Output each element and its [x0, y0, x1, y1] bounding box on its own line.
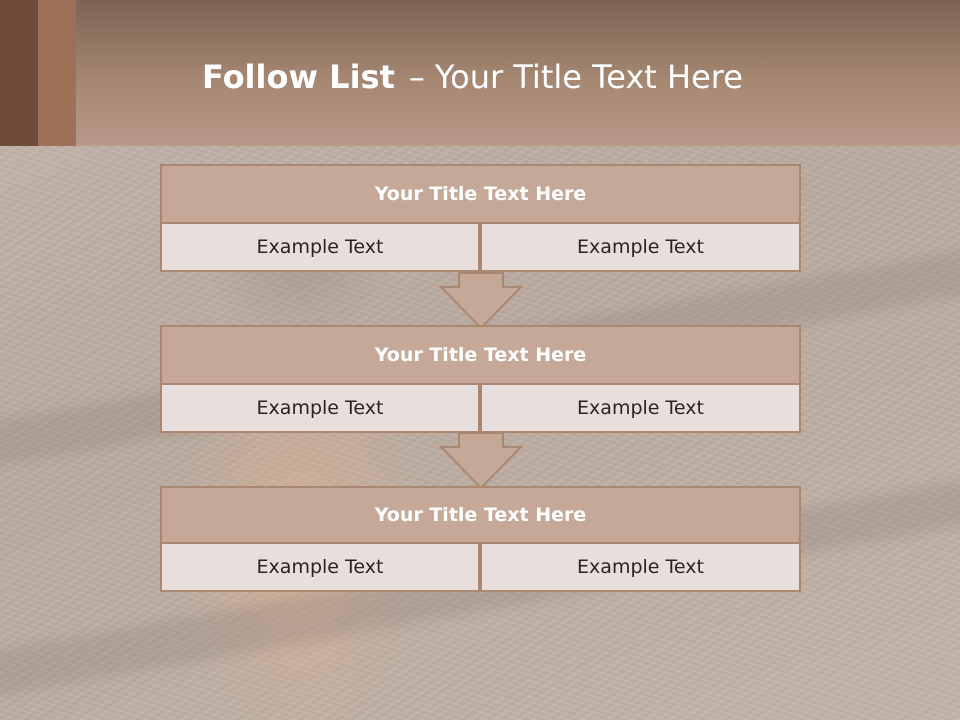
- list-block-2: Your Title Text Here Example Text Exampl…: [160, 325, 801, 433]
- slide-title-bold: Follow List: [202, 58, 395, 96]
- slide-title-rest: Your Title Text Here: [434, 58, 743, 96]
- header-bar: Follow List–Your Title Text Here: [0, 0, 960, 146]
- block-cell-left: Example Text: [160, 222, 480, 272]
- block-cell-right: Example Text: [480, 222, 801, 272]
- block-title: Your Title Text Here: [160, 164, 801, 224]
- block-cell-left: Example Text: [160, 383, 480, 433]
- down-arrow-2: [438, 432, 524, 490]
- block-cell-right: Example Text: [480, 542, 801, 592]
- list-block-1: Your Title Text Here Example Text Exampl…: [160, 164, 801, 272]
- block-title: Your Title Text Here: [160, 325, 801, 385]
- block-cell-left: Example Text: [160, 542, 480, 592]
- list-block-3: Your Title Text Here Example Text Exampl…: [160, 486, 801, 592]
- block-cell-right: Example Text: [480, 383, 801, 433]
- slide-title-separator: –: [408, 58, 425, 96]
- slide-title: Follow List–Your Title Text Here: [202, 54, 743, 100]
- block-title: Your Title Text Here: [160, 486, 801, 544]
- header-accent-strip: [0, 0, 38, 146]
- down-arrow-1: [438, 272, 524, 330]
- header-accent-strip: [38, 0, 76, 146]
